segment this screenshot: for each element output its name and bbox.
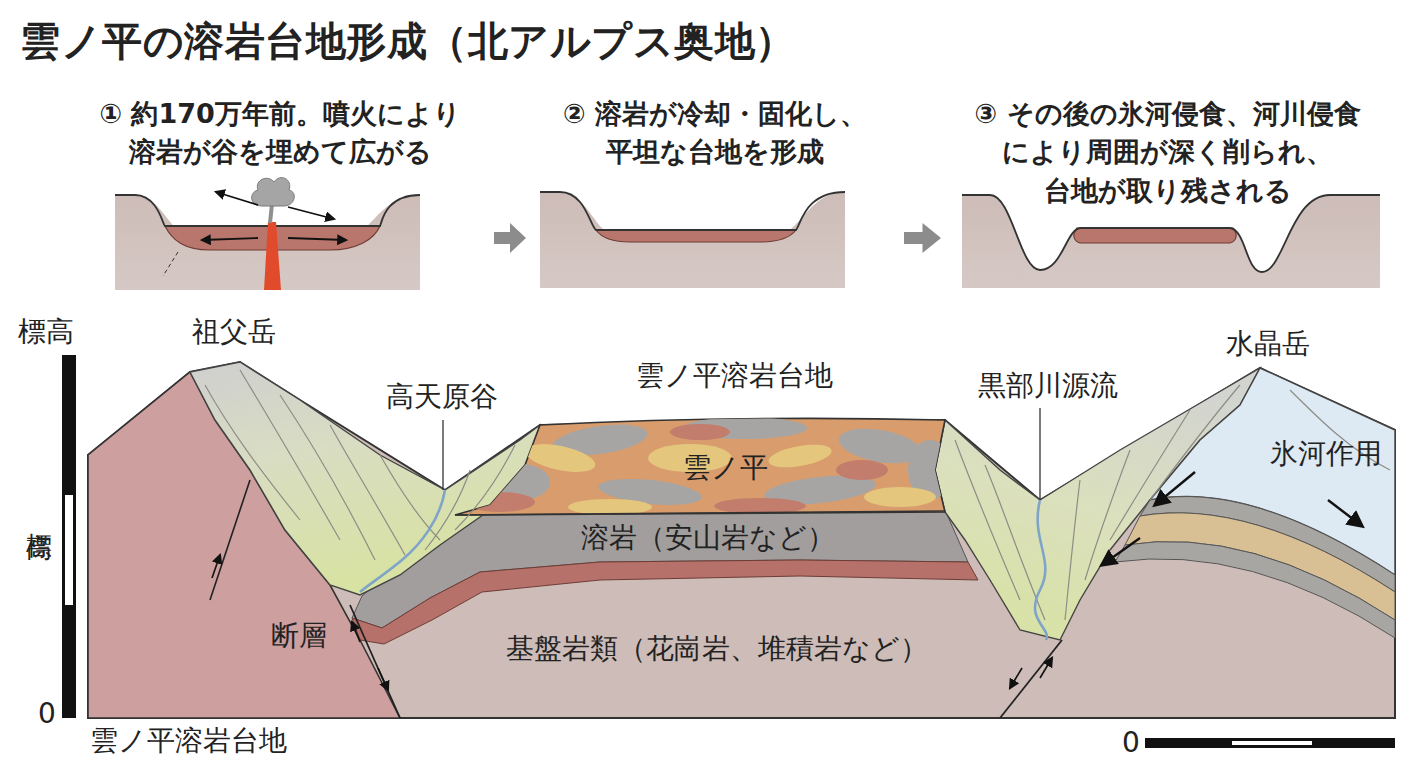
- hatch-line: [205, 385, 300, 520]
- rock-patch: [836, 460, 888, 480]
- remnant-plateau: [1074, 228, 1236, 243]
- river-name: 黒部川源流: [978, 370, 1118, 402]
- plateau-surface: [455, 418, 945, 515]
- fault-arrow: [1010, 668, 1022, 688]
- ground-outline: [962, 195, 1380, 272]
- flow-arrow: [288, 207, 334, 219]
- lava-base: [352, 560, 978, 644]
- hatch-line: [330, 425, 405, 555]
- flow-arrow: [216, 192, 258, 205]
- rock-patch: [465, 492, 535, 512]
- hatch-line: [425, 470, 470, 550]
- flow-arrow: [288, 238, 346, 240]
- plateau-pattern: [465, 417, 952, 515]
- glacier-arrow: [1155, 472, 1195, 505]
- step-text: ③ その後の氷河侵食、河川侵食 により周囲が深く削られ、 台地が取り残される: [945, 95, 1390, 210]
- hatch-line: [1065, 480, 1080, 620]
- leader-line: [1039, 408, 1040, 500]
- step-text: ① 約170万年前。噴火により 溶岩が谷を埋めて広がる: [70, 95, 490, 172]
- panel-ground: [962, 195, 1380, 288]
- fault-arrow: [378, 668, 388, 690]
- glacier-arrow: [1328, 500, 1362, 526]
- hatch-line: [240, 370, 340, 540]
- eruption-column: [270, 204, 272, 223]
- peak-name: 水晶岳: [1226, 328, 1310, 360]
- scale-number: 0: [1122, 727, 1140, 759]
- hatch-line: [1150, 385, 1240, 500]
- slope-hatching: [205, 370, 1390, 620]
- river: [360, 490, 445, 592]
- process-arrow: [904, 223, 941, 253]
- rock-patch: [767, 441, 834, 472]
- diagram-title: 雲ノ平の溶岩台地形成（北アルプス奥地）: [20, 14, 796, 69]
- ground-outline: [540, 192, 845, 230]
- glacier-arrow: [1102, 538, 1140, 565]
- basement-rock: [88, 362, 1395, 718]
- process-arrow: [494, 223, 526, 253]
- layer-name: 溶岩（安山岩など）: [581, 522, 835, 554]
- step-text: ② 溶岩が冷却・固化し、 平坦な台地を形成: [530, 95, 900, 172]
- rock-patch: [670, 424, 730, 440]
- structure-label: 断層: [271, 620, 327, 652]
- layer-name: 基盤岩類（花崗岩、堆積岩など）: [506, 633, 928, 665]
- lava-plateau: [596, 230, 796, 242]
- fault-line: [210, 480, 250, 600]
- fault-line: [1000, 640, 1062, 718]
- distance-scale-bar: [1145, 738, 1395, 748]
- scale-segment: [65, 495, 73, 605]
- leader-line: [442, 420, 443, 490]
- axis-title: 標高: [18, 316, 74, 348]
- valley-slope: [190, 362, 540, 595]
- hatch-line: [455, 445, 515, 530]
- hatch-line: [1110, 410, 1190, 540]
- layer-boundary: [455, 511, 945, 515]
- fault-line: [350, 605, 400, 718]
- process-label: 氷河作用: [1270, 438, 1382, 470]
- river: [1035, 500, 1047, 640]
- process-step: ③ その後の氷河侵食、河川侵食 により周囲が深く削られ、 台地が取り残される: [945, 95, 1390, 295]
- rock-patch: [864, 487, 936, 507]
- volcanic-vent: [264, 222, 281, 290]
- fault-line: [163, 252, 178, 276]
- peak-name: 祖父岳: [192, 316, 276, 348]
- flow-arrow: [202, 238, 258, 240]
- process-step: ② 溶岩が冷却・固化し、 平坦な台地を形成: [530, 95, 900, 295]
- panel-ground: [115, 195, 420, 290]
- figure-label: 雲ノ平溶岩台地: [90, 725, 287, 757]
- elevation-scale-bar: [62, 355, 76, 718]
- valley-name: 高天原谷: [386, 381, 498, 413]
- scale-segment: [1232, 741, 1312, 745]
- strata-band: [1115, 542, 1395, 638]
- fault-arrow: [212, 555, 220, 578]
- process-step: ① 約170万年前。噴火により 溶岩が谷を埋めて広がる: [70, 95, 490, 295]
- area-name: 雲ノ平: [683, 452, 768, 484]
- plateau-name: 雲ノ平溶岩台地: [636, 360, 833, 392]
- panel-ground: [540, 192, 845, 288]
- fault-arrow: [1040, 658, 1052, 678]
- rock-patch: [568, 499, 652, 515]
- eruption-plume: [252, 178, 295, 206]
- fault-arrow: [352, 622, 360, 642]
- rock-patch: [522, 439, 597, 477]
- scale-number: 0: [38, 698, 56, 730]
- hatch-line: [955, 440, 1020, 600]
